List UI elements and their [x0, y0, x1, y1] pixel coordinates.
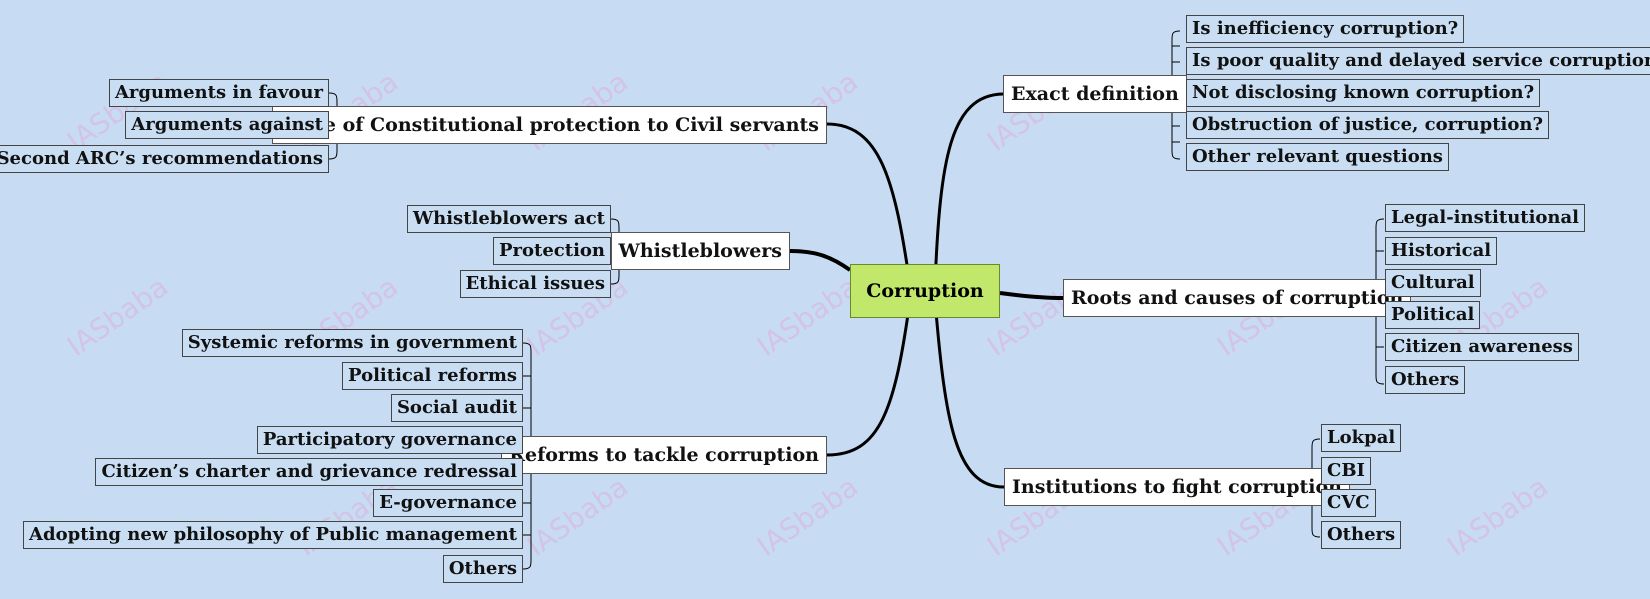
- subtopic-poor-quality-service[interactable]: Is poor quality and delayed service corr…: [1186, 47, 1650, 75]
- subtopic-citizen-awareness[interactable]: Citizen awareness: [1385, 333, 1579, 361]
- subtopic-second-arc[interactable]: Second ARC’s recommendations: [0, 145, 329, 173]
- subtopic-e-governance[interactable]: E-governance: [373, 489, 523, 517]
- connector-institutions: [933, 299, 1005, 489]
- subtopic-political-reforms[interactable]: Political reforms: [342, 362, 523, 390]
- connector-constitutional: [826, 122, 912, 286]
- topic-roots-and-causes[interactable]: Roots and causes of corruption: [1063, 279, 1412, 317]
- topic-institutions[interactable]: Institutions to fight corruption: [1004, 468, 1350, 506]
- subtopic-cbi[interactable]: CBI: [1321, 457, 1371, 485]
- subtopic-political[interactable]: Political: [1385, 301, 1481, 329]
- subtopic-not-disclosing[interactable]: Not disclosing known corruption?: [1186, 79, 1541, 107]
- subtopic-ethical-issues[interactable]: Ethical issues: [459, 270, 611, 298]
- topic-whistleblowers[interactable]: Whistleblowers: [610, 232, 790, 270]
- subtopic-cvc[interactable]: CVC: [1321, 489, 1376, 517]
- subtopic-reforms-others[interactable]: Others: [442, 555, 523, 583]
- topic-exact-definition[interactable]: Exact definition: [1003, 75, 1187, 113]
- subtopic-roots-others[interactable]: Others: [1385, 366, 1466, 394]
- subtopic-participatory-governance[interactable]: Participatory governance: [256, 426, 523, 454]
- connector-reforms: [826, 299, 912, 457]
- subtopic-other-questions[interactable]: Other relevant questions: [1186, 143, 1449, 171]
- subtopic-arguments-against[interactable]: Arguments against: [125, 111, 329, 139]
- subtopic-arguments-in-favour[interactable]: Arguments in favour: [108, 79, 329, 107]
- subtopic-institutions-others[interactable]: Others: [1321, 521, 1402, 549]
- topic-reforms[interactable]: Reforms to tackle corruption: [501, 436, 827, 474]
- subtopic-social-audit[interactable]: Social audit: [390, 394, 523, 422]
- connector-roots: [999, 291, 1064, 300]
- connector-exact-definition: [933, 92, 1004, 286]
- root-topic[interactable]: Corruption: [850, 264, 1000, 318]
- subtopic-obstruction-of-justice[interactable]: Obstruction of justice, corruption?: [1186, 111, 1549, 139]
- subtopic-systemic-reforms[interactable]: Systemic reforms in government: [181, 329, 523, 357]
- subtopic-public-management[interactable]: Adopting new philosophy of Public manage…: [23, 521, 523, 549]
- subtopic-whistleblowers-act[interactable]: Whistleblowers act: [406, 205, 611, 233]
- subtopic-cultural[interactable]: Cultural: [1385, 269, 1481, 297]
- subtopic-inefficiency[interactable]: Is inefficiency corruption?: [1186, 15, 1465, 43]
- subtopic-legal-institutional[interactable]: Legal-institutional: [1385, 204, 1586, 232]
- subtopic-lokpal[interactable]: Lokpal: [1321, 424, 1402, 452]
- topic-constitutional-protection[interactable]: Issue of Constitutional protection to Ci…: [271, 106, 827, 144]
- connector-whistleblowers: [789, 249, 852, 272]
- subtopic-historical[interactable]: Historical: [1385, 237, 1498, 265]
- subtopic-citizens-charter[interactable]: Citizen’s charter and grievance redressa…: [95, 458, 523, 486]
- subtopic-protection[interactable]: Protection: [493, 237, 611, 265]
